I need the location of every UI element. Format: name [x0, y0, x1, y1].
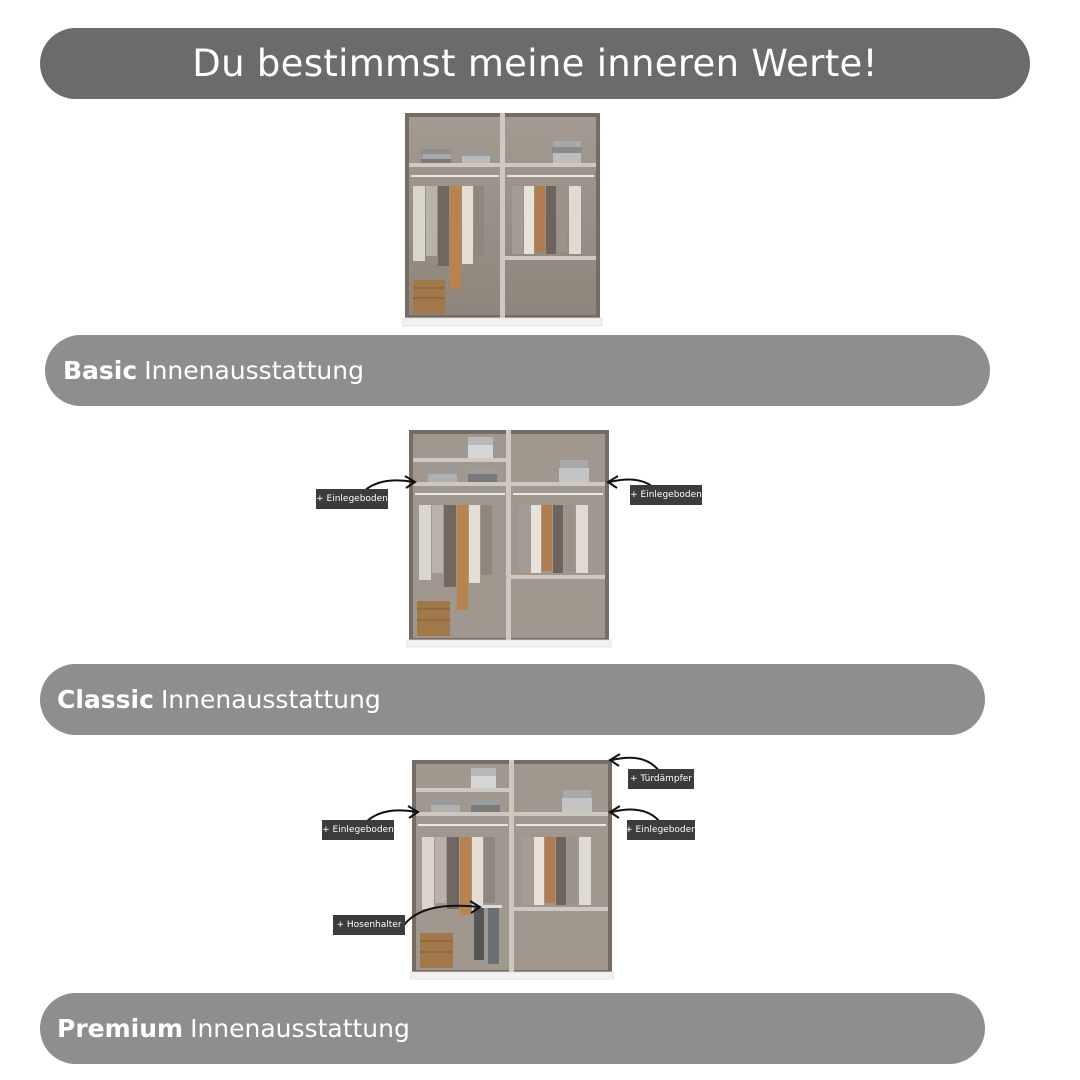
basic-level-label: Innenausstattung: [144, 356, 364, 385]
title-banner: Du bestimmst meine inneren Werte!: [40, 28, 1030, 99]
premium-level-label: Innenausstattung: [190, 1014, 410, 1043]
classic-wardrobe-image: [406, 430, 612, 648]
premium-einlegeboden-right-label: + Einlegeboden: [625, 820, 697, 840]
premium-left-arrow: [365, 805, 420, 823]
premium-wardrobe-image: [409, 760, 615, 980]
premium-hosenhalter-label: + Hosenhalter: [333, 915, 405, 935]
premium-label-bar: Premium Innenausstattung: [40, 993, 985, 1064]
basic-wardrobe-image: [402, 113, 603, 327]
basic-label-bar: Basic Innenausstattung: [45, 335, 990, 406]
basic-level-name: Basic: [63, 356, 138, 385]
premium-tuerdaempfer-arrow: [608, 753, 661, 773]
premium-hosenhalter-arrow: [403, 900, 482, 926]
page-title: Du bestimmst meine inneren Werte!: [192, 42, 878, 85]
premium-level-name: Premium: [57, 1014, 184, 1043]
classic-level-name: Classic: [57, 685, 154, 714]
classic-einlegeboden-right-label: + Einlegeboden: [630, 485, 702, 505]
classic-label-bar: Classic Innenausstattung: [40, 664, 985, 735]
premium-einlegeboden-left-label: + Einlegeboden: [322, 820, 394, 840]
classic-einlegeboden-left-label: + Einlegeboden: [316, 489, 388, 509]
premium-tuerdaempfer-label: + Türdämpfer: [628, 769, 694, 789]
premium-right-arrow: [608, 805, 661, 823]
classic-level-label: Innenausstattung: [160, 685, 381, 714]
